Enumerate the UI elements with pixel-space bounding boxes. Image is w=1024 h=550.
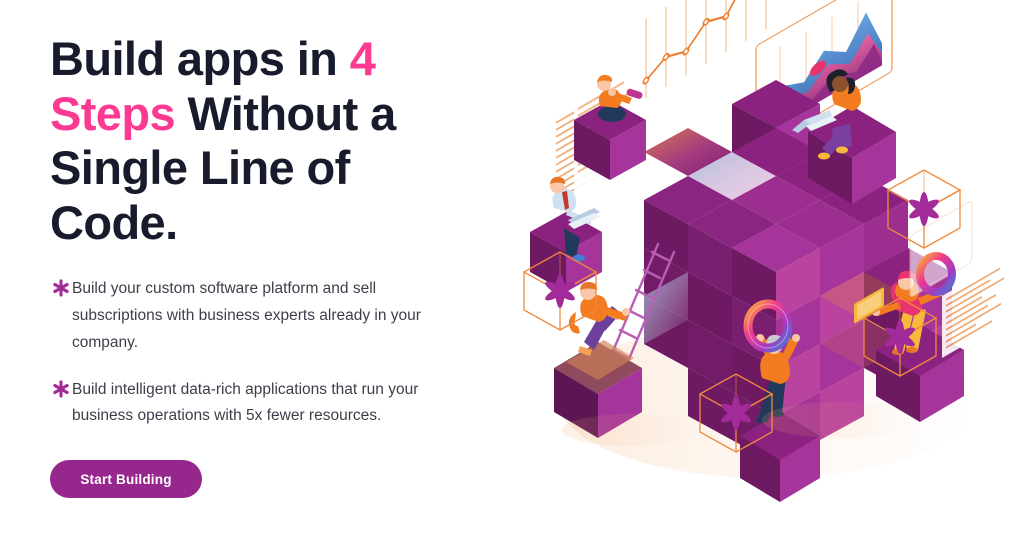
document-panel <box>942 257 1008 358</box>
title-line1-accent: 4 <box>349 32 376 85</box>
list-item: Build intelligent data-rich applications… <box>50 377 470 431</box>
wireframe-asterisk-cube <box>886 169 962 250</box>
hero-illustration <box>512 0 1024 550</box>
gradient-ring <box>743 299 793 353</box>
start-building-button[interactable]: Start Building <box>50 460 202 499</box>
floor-shadows <box>562 402 922 446</box>
list-item: Build your custom software platform and … <box>50 276 470 356</box>
hero-copy-column: Build apps in 4 Steps Without a Single L… <box>50 32 470 499</box>
list-item-label: Build intelligent data-rich applications… <box>72 380 419 425</box>
person-laptop-suited <box>550 176 600 262</box>
title-line2-accent: Steps <box>50 86 176 140</box>
person-telescope <box>597 74 643 122</box>
line-chart-panel <box>642 0 768 99</box>
wireframe-asterisk-cube <box>698 373 774 454</box>
wireframe-asterisk-cube <box>522 251 598 332</box>
platform-cube <box>740 412 820 502</box>
benefit-list: Build your custom software platform and … <box>50 276 470 430</box>
title-line4: Code. <box>50 195 178 249</box>
title-line1-plain: Build apps in <box>50 32 350 85</box>
title-line2-plain: Without a <box>175 86 396 140</box>
title-line3: Single Line of <box>50 141 350 195</box>
platform-cube <box>574 100 646 180</box>
wireframe-asterisk-cube <box>862 297 938 378</box>
asterisk-icon <box>50 277 72 299</box>
asterisk-icon <box>50 378 72 400</box>
person-laptop-woman <box>792 69 861 160</box>
gradient-ring <box>909 201 973 297</box>
list-item-label: Build your custom software platform and … <box>72 280 421 351</box>
page-title: Build apps in 4 Steps Without a Single L… <box>50 32 470 250</box>
